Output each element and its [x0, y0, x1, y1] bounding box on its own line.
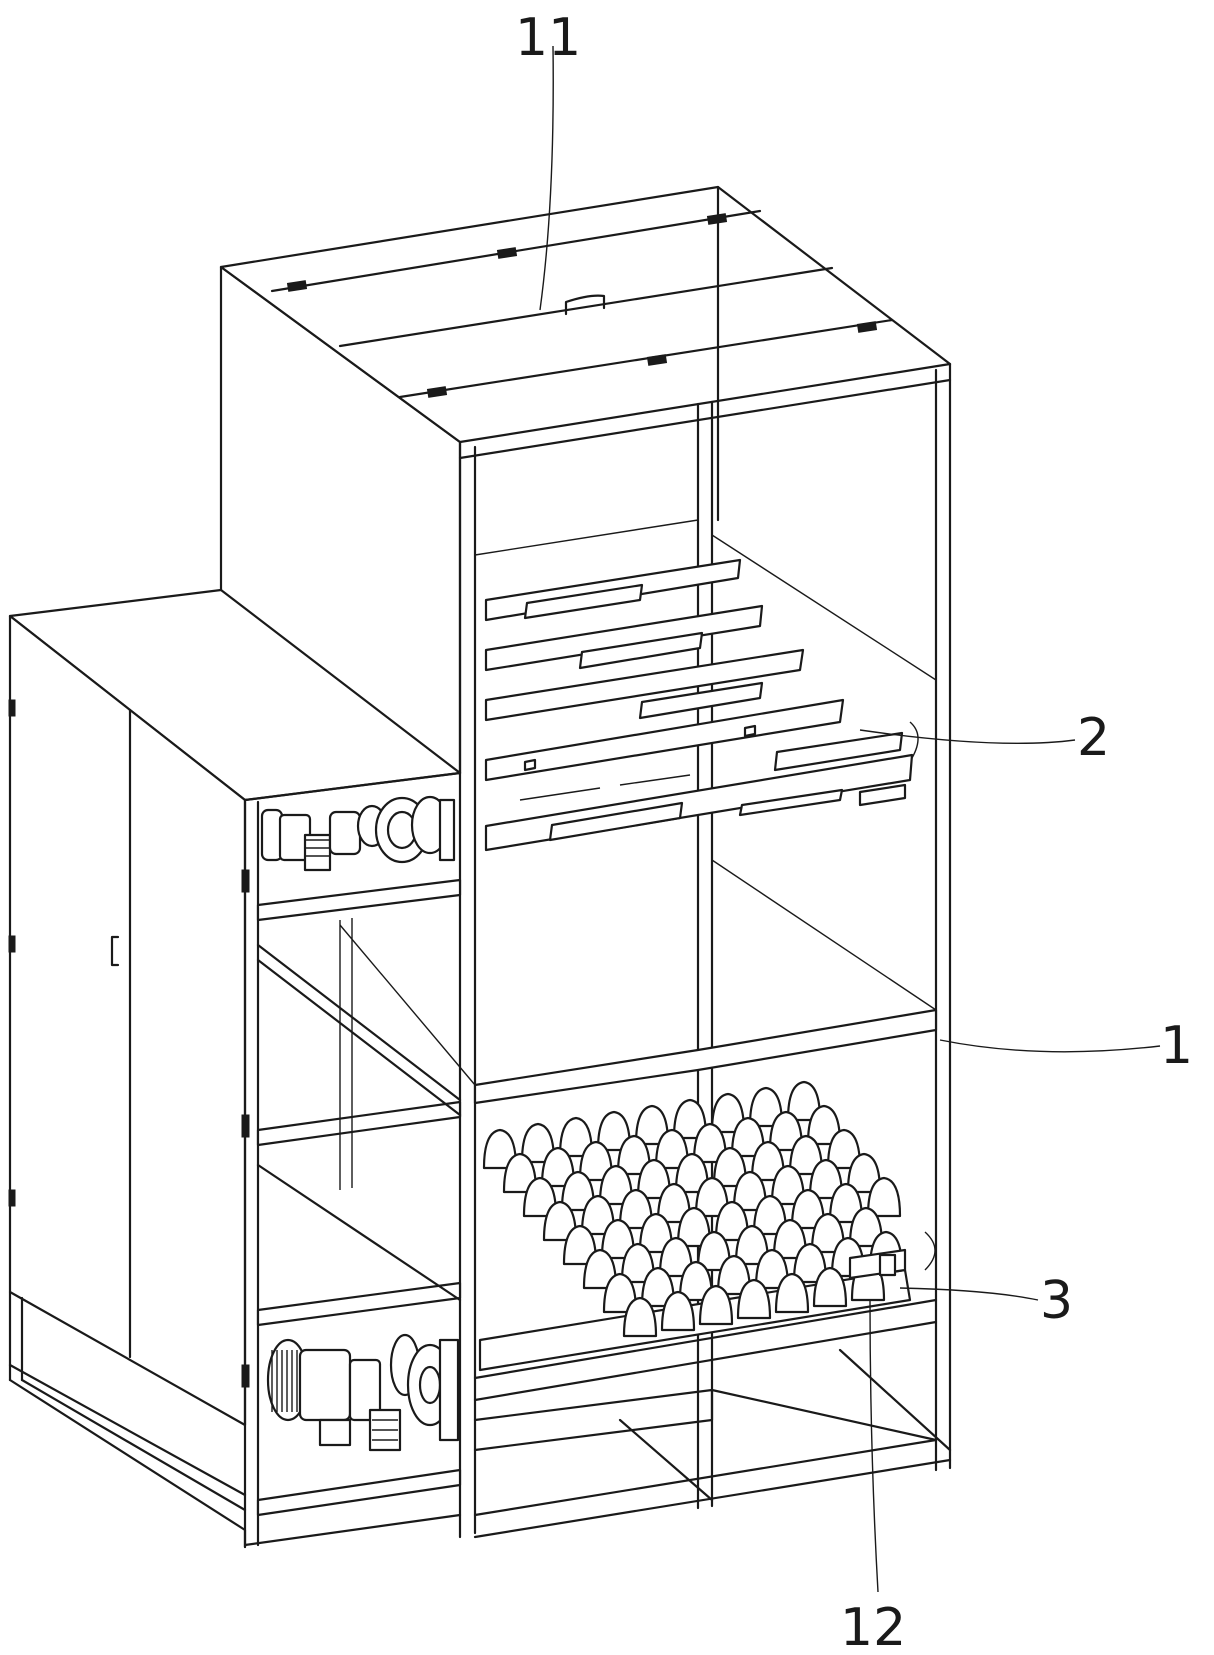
roller-disc — [866, 1176, 902, 1218]
leader-12 — [869, 1299, 879, 1593]
side-cabinet — [8, 588, 462, 1549]
lower-roller-bed — [478, 1080, 936, 1372]
leader-lines — [539, 45, 1161, 1593]
upper-motor-assembly — [260, 795, 456, 872]
leader-3 — [899, 1287, 1039, 1301]
lid-handle — [564, 294, 606, 316]
ref-3: 3 — [1040, 1271, 1073, 1331]
side-door-handle — [110, 935, 120, 967]
roller-disc — [812, 1266, 848, 1308]
leader-11 — [539, 45, 554, 311]
ref-1: 1 — [1160, 1016, 1193, 1076]
upper-tray-assembly — [484, 558, 919, 852]
roller-disc — [736, 1278, 772, 1320]
ref-12: 12 — [840, 1598, 906, 1655]
roller-disc — [774, 1272, 810, 1314]
roller-disc — [660, 1290, 696, 1332]
roller-disc — [698, 1284, 734, 1326]
reference-numerals: 11 2 1 3 12 — [515, 8, 1193, 1655]
leader-1 — [939, 1039, 1161, 1053]
main-cabinet-frame — [219, 185, 952, 1539]
leader-2 — [859, 729, 1076, 745]
roller-disc — [622, 1296, 658, 1338]
ref-11: 11 — [515, 8, 581, 68]
lower-motor-assembly — [266, 1333, 460, 1452]
ref-2: 2 — [1077, 708, 1110, 768]
